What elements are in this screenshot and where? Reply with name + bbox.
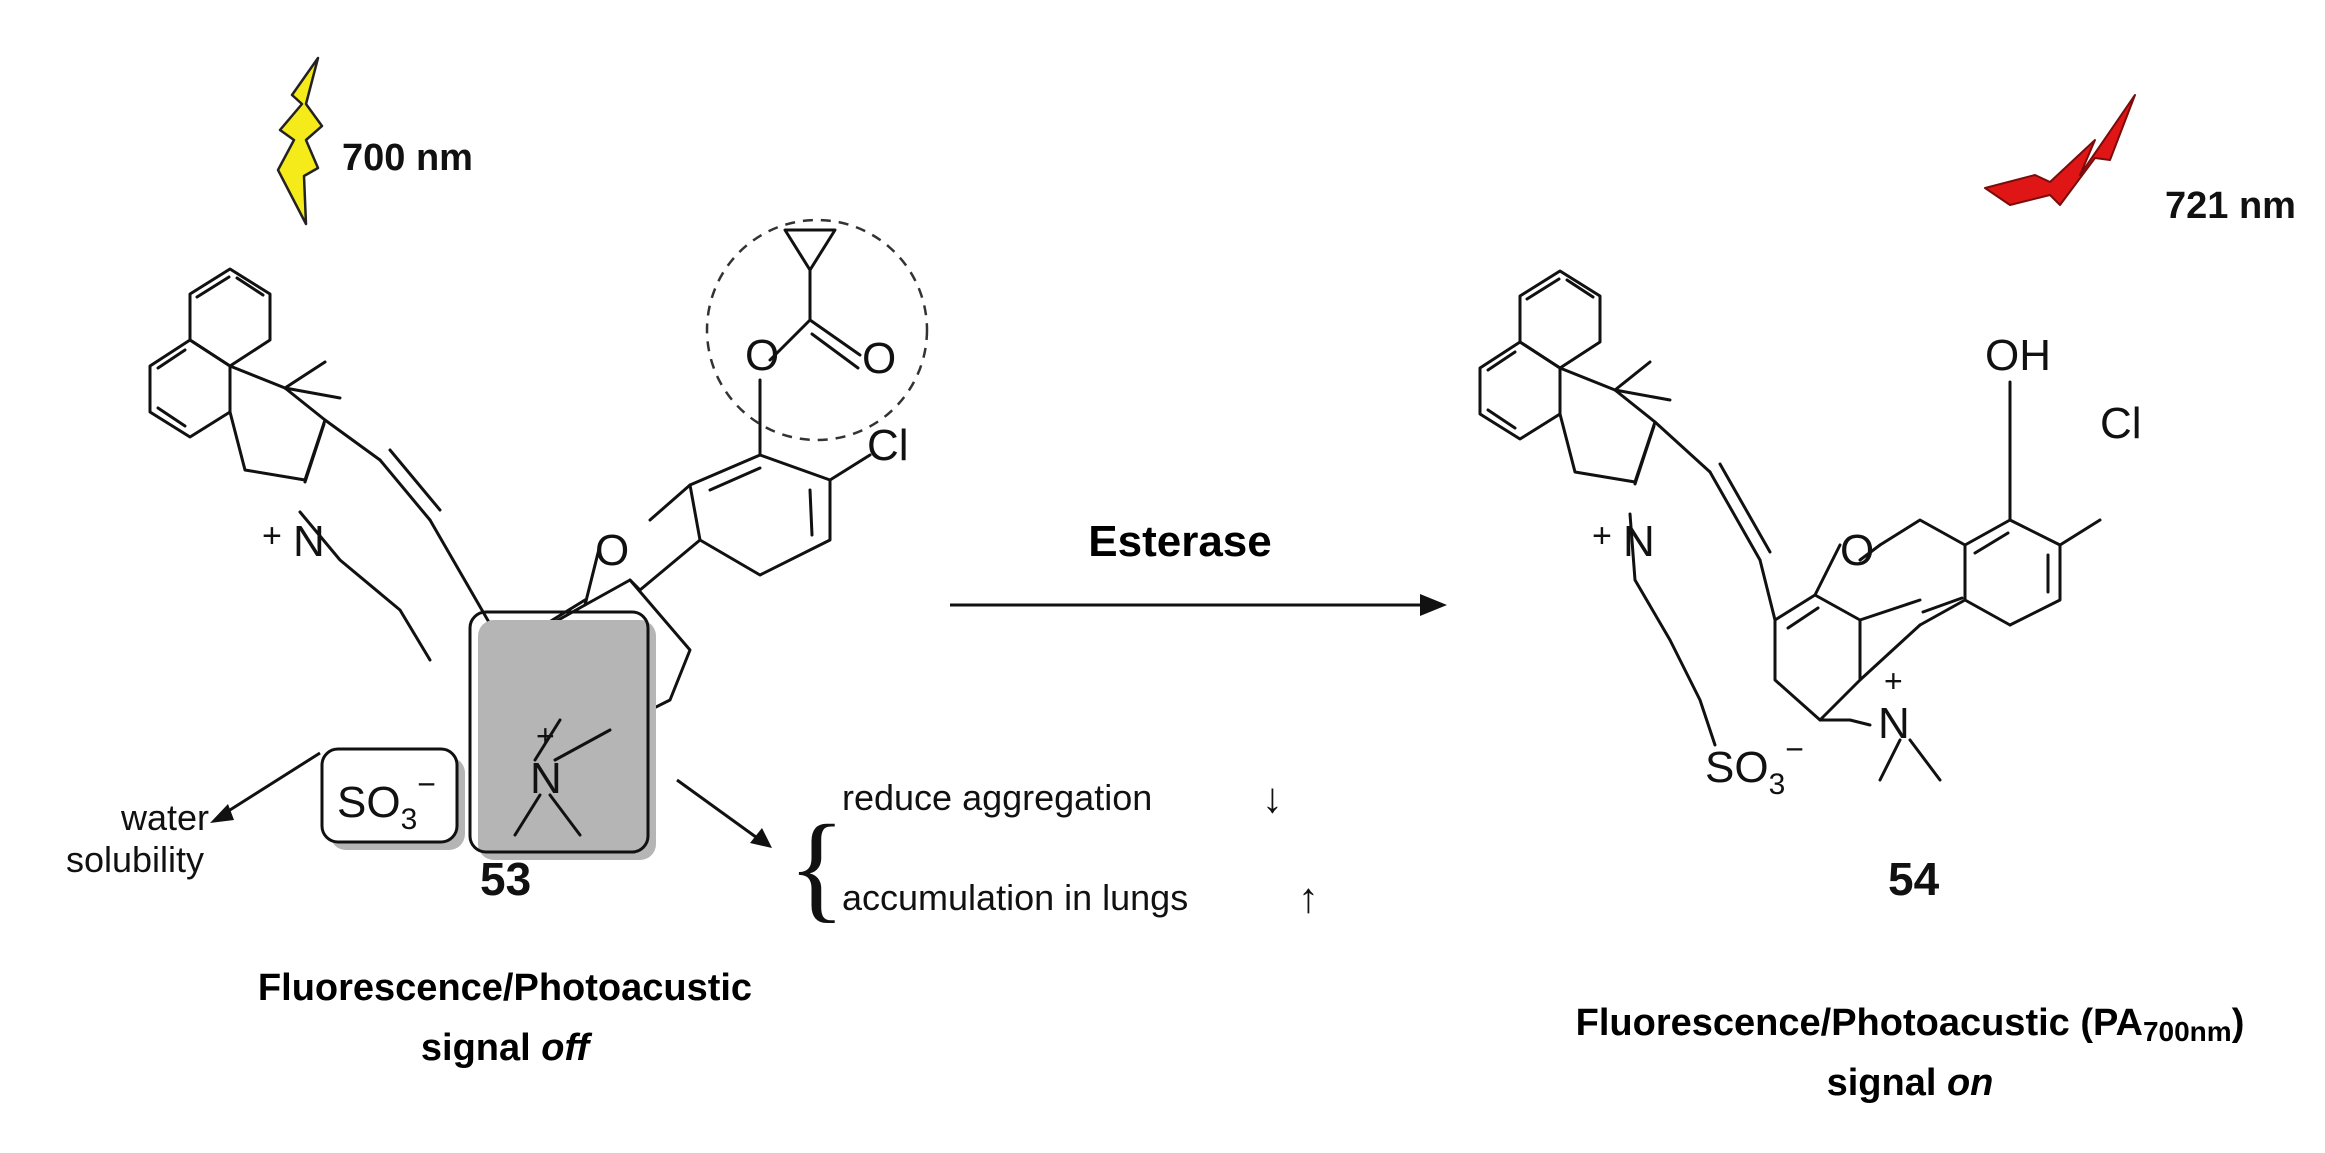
water-solubility-line2: solubility <box>66 839 204 880</box>
atom-oxygen-carbonyl-53: O <box>862 334 896 383</box>
sulfonate-label-54: SO3− <box>1705 731 1804 801</box>
charge-n-plus-54: + <box>1592 517 1612 555</box>
atom-oxygen-ring-53: O <box>595 526 629 575</box>
atom-oxygen-ring-54: O <box>1840 526 1874 575</box>
atom-n-ammonium-54: N <box>1878 699 1910 748</box>
charge-n-ammonium-54: + <box>1884 663 1903 699</box>
compound-number-53: 53 <box>480 853 531 905</box>
atom-oxygen-ester-53: O <box>745 331 779 380</box>
accumulation-lungs-label: accumulation in lungs <box>842 877 1188 918</box>
atom-hydroxyl-54: OH <box>1985 331 2051 380</box>
reaction-enzyme-label: Esterase <box>1088 517 1271 566</box>
atom-n-ammonium-53: N <box>530 754 562 803</box>
reduce-aggregation-arrow: ↓ <box>1262 774 1283 821</box>
reaction-arrow <box>950 594 1447 616</box>
left-caption-line1: Fluorescence/Photoacustic <box>258 967 752 1009</box>
left-caption-line2: signal off <box>421 1027 593 1069</box>
ammonium-highlight-box <box>468 610 656 860</box>
atom-n-plus-54: N <box>1623 517 1655 566</box>
water-solubility-arrowhead <box>210 804 234 823</box>
sulfonate-highlight-box <box>320 747 465 850</box>
properties-arrowhead <box>750 828 772 848</box>
compound-number-54: 54 <box>1888 853 1940 905</box>
excitation-flash-icon <box>276 56 324 226</box>
emission-flash-icon <box>1984 94 2136 206</box>
emission-wavelength-label: 721 nm <box>2165 185 2296 227</box>
compound-54-structure <box>1478 269 2102 782</box>
excitation-wavelength-label: 700 nm <box>342 137 473 179</box>
accumulation-lungs-arrow: ↑ <box>1298 874 1319 921</box>
ester-highlight-circle <box>705 218 929 442</box>
atom-chlorine-53: Cl <box>867 421 909 470</box>
atom-chlorine-54: Cl <box>2100 399 2142 448</box>
reduce-aggregation-label: reduce aggregation <box>842 777 1152 818</box>
charge-n-plus-53: + <box>262 517 282 555</box>
atom-n-plus-53: N <box>293 517 325 566</box>
compound-53-structure <box>148 228 872 732</box>
charge-n-ammonium-53: + <box>536 718 555 754</box>
right-caption-line2: signal on <box>1827 1062 1994 1104</box>
sulfonate-label-53: SO3− <box>337 766 436 836</box>
properties-brace: { <box>788 800 846 933</box>
right-caption-line1: Fluorescence/Photoacustic (PA700nm) <box>1576 1002 2245 1047</box>
water-solubility-line1: water <box>120 797 209 838</box>
